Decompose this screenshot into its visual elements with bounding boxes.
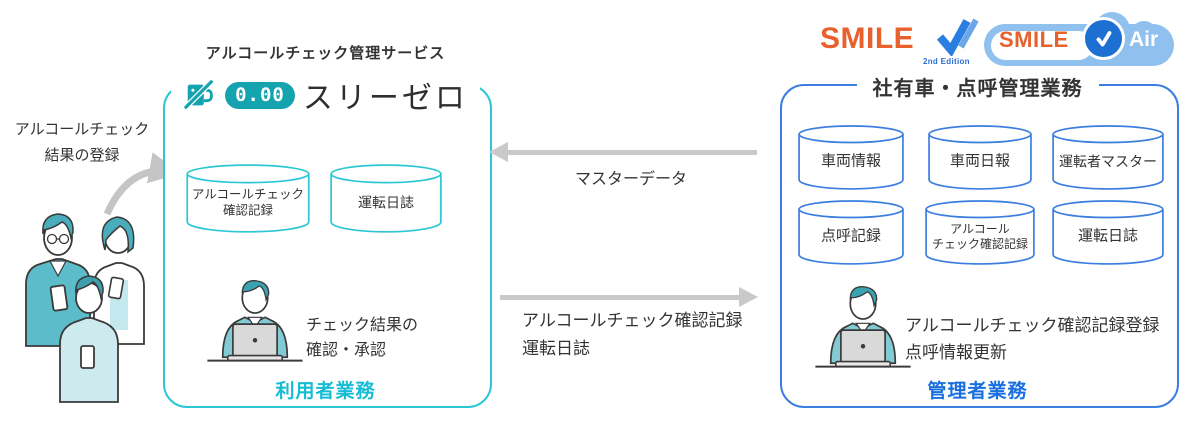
db-driver-master: 運転者マスター [1052,125,1164,191]
db-label: 確認記録 [222,203,273,218]
check-records-flow-label: アルコールチェック確認記録 運転日誌 [522,307,743,363]
manager-role-label: 管理者業務 [927,381,1028,402]
threezero-logo: 0.00 スリーゼロ [163,74,488,116]
user-role-label: 利用者業務 [275,381,376,402]
db-label: 車両情報 [820,152,881,170]
approver-at-laptop-illustration [204,270,306,368]
smile-v-edition-text: 2nd Edition [923,57,970,66]
db-driving-log-left: 運転日誌 [330,164,442,234]
manager-at-laptop-illustration [812,276,914,374]
service-heading: アルコールチェック管理サービス [205,45,446,62]
db-label: 運転者マスター [1059,153,1157,170]
manager-task-text: アルコールチェック確認記録登録 点呼情報更新 [905,312,1160,366]
smile-panel-heading: 社有車・点呼管理業務 [780,72,1175,101]
product-name: スリーゼロ [302,82,468,115]
db-driving-log-right: 運転日誌 [1052,200,1164,266]
registration-note-line2: 結果の登録 [44,147,120,165]
manager-task-line1: アルコールチェック確認記録登録 [905,316,1160,335]
db-alcohol-check-records: アルコール チェック確認記録 [925,200,1035,266]
db-vehicle-info: 車両情報 [798,125,904,191]
db-label: 車両日報 [949,152,1010,170]
db-vehicle-daily-report: 車両日報 [928,125,1032,191]
smile-v-logo: SMILE 2nd Edition [820,16,980,68]
db-label: 点呼記録 [820,227,881,245]
smile-air-brand-text: SMILE [999,27,1069,52]
master-data-flow-label: マスターデータ [574,171,687,188]
db-label: アルコールチェック [191,187,305,202]
check-records-flow-line1: アルコールチェック確認記録 [522,311,743,330]
master-data-arrow-shaft [505,150,757,155]
double-check-icon [936,18,979,56]
user-task-line1: チェック結果の [306,317,419,334]
db-rollcall-records: 点呼記録 [798,200,904,266]
registration-note: アルコールチェック 結果の登録 [6,117,158,170]
db-label: 運転日誌 [1077,227,1138,245]
check-records-arrow-shaft [500,295,740,300]
check-records-arrowhead-icon [739,287,758,307]
smile-air-suffix-text: Air [1129,28,1159,51]
manager-task-line2: 点呼情報更新 [905,343,1007,363]
drivers-with-phones-illustration [25,213,145,403]
user-task-text: チェック結果の 確認・承認 [306,314,418,364]
db-label: アルコール [950,221,1010,236]
db-check-records-left: アルコールチェック 確認記録 [186,164,310,234]
check-records-flow-line2: 運転日誌 [522,339,590,359]
user-task-line2: 確認・承認 [306,341,387,359]
no-alcohol-breathalyzer-icon [183,79,214,110]
db-label: チェック確認記録 [931,236,1028,251]
smile-panel-heading-text: 社有車・点呼管理業務 [856,78,1099,100]
db-label: 運転日誌 [358,194,414,211]
smile-v-air-logo: SMILE Air [982,10,1176,68]
check-circle-icon [1082,17,1125,60]
registration-note-line1: アルコールチェック [14,121,150,138]
master-data-arrowhead-icon [489,142,508,162]
smile-v-brand-text: SMILE [820,22,915,55]
zero-reading-badge: 0.00 [225,81,295,109]
